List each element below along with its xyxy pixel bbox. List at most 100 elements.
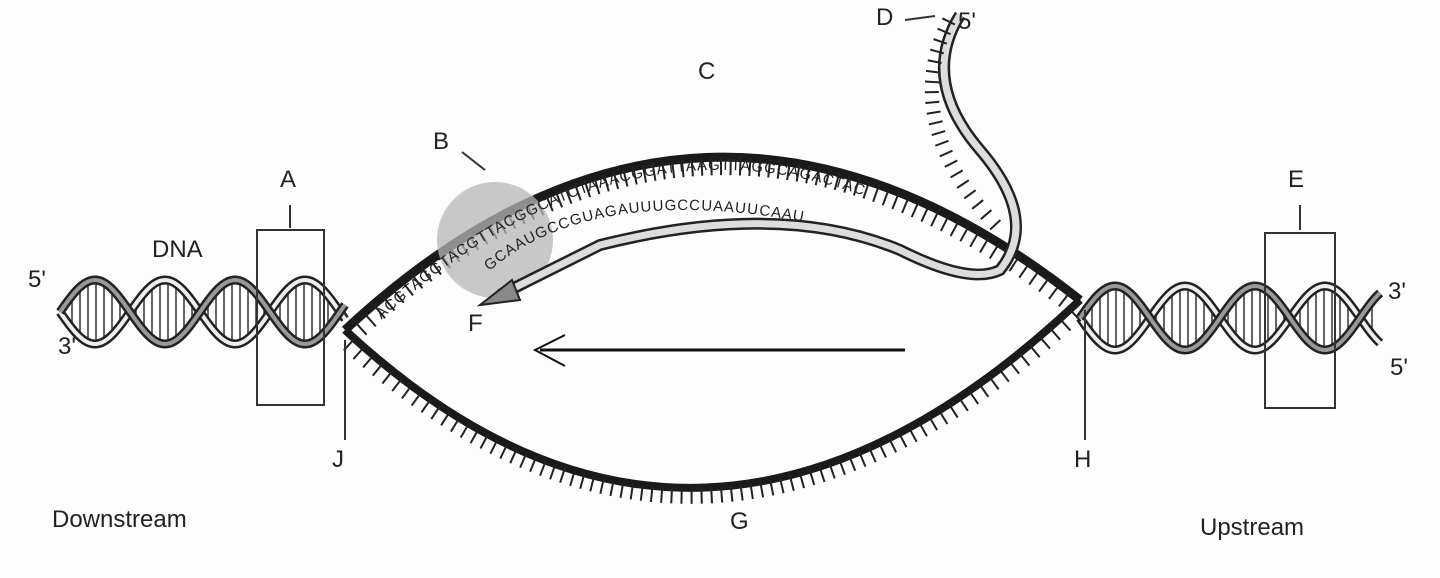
base-tick: [564, 186, 573, 205]
base-tick: [872, 184, 881, 203]
base-tick: [978, 383, 990, 398]
base-tick: [700, 157, 704, 176]
base-tick: [944, 159, 958, 168]
base-tick: [958, 396, 969, 412]
base-tick: [926, 110, 941, 115]
base-tick: [759, 481, 765, 498]
base-tick: [749, 483, 754, 500]
base-tick: [833, 172, 841, 191]
base-tick: [779, 477, 785, 494]
base-tick: [612, 171, 620, 190]
base-tick: [838, 459, 846, 476]
base-tick: [410, 273, 424, 289]
base-tick: [862, 181, 871, 199]
base-tick: [391, 377, 403, 392]
base-tick: [948, 403, 959, 419]
base-tick: [371, 362, 384, 377]
base-tick: [1018, 262, 1031, 279]
base-tick: [998, 368, 1010, 383]
base-tick: [489, 438, 499, 455]
base-tick: [420, 398, 432, 413]
base-tick: [939, 149, 953, 158]
base-tick: [941, 17, 956, 26]
base-tick: [828, 463, 836, 479]
base-tick: [619, 481, 625, 498]
base-tick: [583, 179, 592, 198]
base-tick: [1008, 255, 1021, 272]
base-tick: [959, 225, 970, 242]
base-tick: [459, 423, 470, 438]
base-tick: [968, 390, 979, 405]
base-tick: [891, 191, 900, 210]
base-tick: [382, 295, 396, 312]
base-tick: [622, 168, 629, 187]
base-tick: [878, 442, 887, 458]
base-tick: [788, 474, 795, 491]
rna-free-bases: [924, 17, 1002, 231]
base-tick: [1069, 308, 1082, 322]
base-tick: [918, 421, 928, 437]
base-tick: [430, 405, 441, 420]
base-tick: [479, 433, 489, 449]
base-tick: [843, 174, 851, 193]
base-tick: [499, 443, 509, 459]
base-tick: [670, 487, 674, 504]
base-tick: [769, 479, 775, 496]
box-A: [256, 229, 325, 406]
base-tick: [651, 162, 657, 182]
label-right-5prime: 5': [1390, 354, 1408, 381]
coding-strand: [342, 297, 1083, 492]
base-tick: [391, 288, 405, 304]
label-dna: DNA: [152, 236, 203, 263]
base-tick: [609, 480, 615, 497]
base-tick: [814, 167, 821, 186]
base-tick: [939, 214, 950, 232]
base-tick: [660, 486, 664, 503]
base-tick: [901, 195, 910, 214]
base-tick: [602, 173, 610, 192]
base-tick: [920, 204, 930, 222]
base-tick: [554, 190, 564, 208]
base-tick: [710, 157, 713, 176]
base-tick: [1038, 276, 1051, 293]
base-tick: [539, 460, 547, 477]
base-tick: [429, 259, 442, 276]
base-tick: [661, 161, 666, 180]
label-H: H: [1074, 446, 1092, 473]
base-tick: [729, 485, 734, 502]
downstream-dna-helix: [56, 275, 349, 349]
base-tick: [748, 157, 752, 176]
base-tick: [529, 456, 538, 473]
base-tick: [927, 59, 942, 64]
label-left-5prime: 5': [28, 266, 46, 293]
base-tick: [549, 463, 557, 480]
backbone: [56, 275, 349, 349]
base-tick: [924, 80, 940, 84]
rna-arrowhead: [476, 278, 522, 307]
base-tick: [888, 437, 898, 453]
base-tick: [868, 447, 877, 463]
base-tick: [401, 384, 413, 400]
base-tick: [933, 38, 948, 45]
base-tick: [776, 160, 781, 179]
base-tick: [372, 303, 386, 319]
base-tick: [805, 165, 811, 184]
coding-strand-bases: [343, 308, 1082, 504]
base-tick: [649, 485, 654, 503]
label-G: G: [730, 508, 749, 535]
label-E: E: [1288, 166, 1305, 193]
base-tick: [908, 427, 918, 443]
base-tick: [671, 160, 676, 179]
base-tick: [739, 484, 744, 501]
base-tick: [469, 428, 480, 444]
base-tick: [1059, 318, 1072, 332]
base-tick: [641, 164, 648, 183]
base-tick: [928, 120, 943, 126]
base-tick: [963, 189, 977, 200]
backbone: [58, 278, 347, 347]
base-tick: [910, 200, 920, 218]
base-tick: [450, 417, 461, 433]
base-tick: [808, 469, 816, 486]
base-tick: [852, 177, 861, 196]
base-tick: [934, 139, 949, 147]
